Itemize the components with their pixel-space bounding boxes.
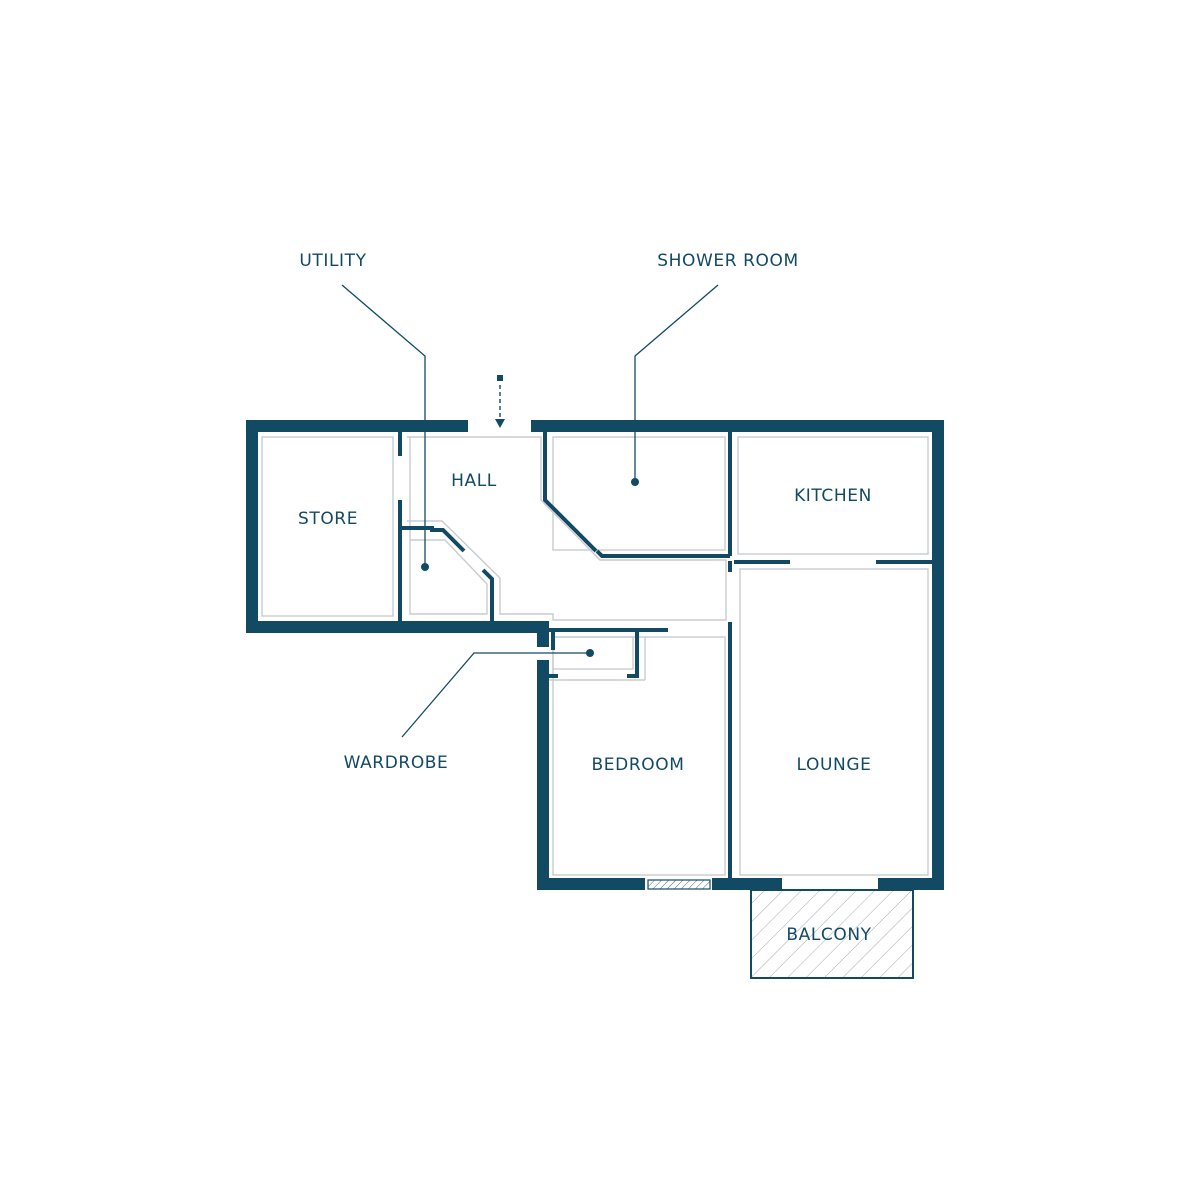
wardrobe-leader — [401, 652, 590, 738]
shower-room-leader — [634, 284, 719, 482]
label-wardrobe: WARDROBE — [344, 753, 449, 773]
room-labels: UTILITY SHOWER ROOM HALL KITCHEN STORE W… — [298, 251, 872, 945]
label-lounge: LOUNGE — [797, 755, 872, 775]
label-store: STORE — [298, 509, 358, 529]
utility-leader — [341, 284, 426, 567]
hall-inner — [407, 436, 727, 621]
leaders — [341, 284, 719, 738]
utility-inner — [409, 437, 488, 615]
lounge-inner — [739, 568, 929, 876]
walls — [246, 420, 944, 890]
label-hall: HALL — [451, 471, 497, 491]
balcony — [750, 889, 914, 979]
partitions — [398, 432, 932, 878]
bedroom-window — [647, 879, 711, 890]
label-utility: UTILITY — [299, 251, 366, 271]
label-shower-room: SHOWER ROOM — [657, 251, 799, 271]
label-bedroom: BEDROOM — [592, 755, 685, 775]
label-balcony: BALCONY — [786, 925, 871, 945]
label-kitchen: KITCHEN — [794, 486, 872, 506]
shower-room-inner — [552, 436, 726, 551]
kitchen-inner — [737, 436, 929, 555]
store-inner — [261, 436, 394, 617]
entrance-arrow-icon — [495, 375, 505, 428]
